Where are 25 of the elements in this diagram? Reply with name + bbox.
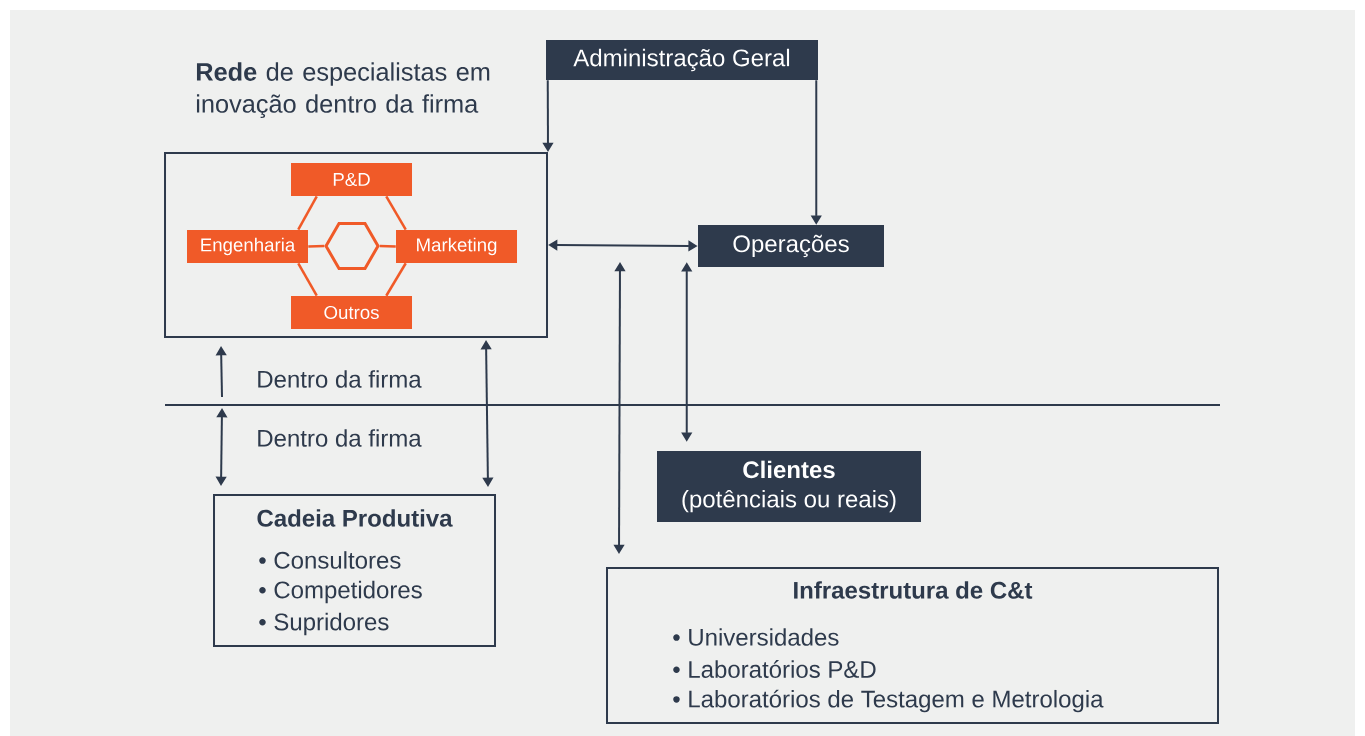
heading: Rede de especialistas em inovação dentro da firma [196,62,490,118]
hexagon-shape [324,222,380,270]
label-box: Administração Geral [546,40,818,80]
box-title: Infraestrutura de C&t [794,581,1033,599]
label-box: Outros [291,296,412,329]
region-label: Dentro da firma [258,370,422,388]
label-box: Engenharia [187,230,308,263]
label-box: P&D [291,163,412,196]
label-box: Operações [698,225,884,267]
connector-line [385,195,407,231]
connector-line [308,244,325,248]
list-item: • Universidades [673,628,839,646]
list-item: • Competidores [259,580,422,604]
connector-line [297,262,318,297]
box-title: Cadeia Produtiva [257,509,453,527]
list-item: • Consultores [259,551,401,569]
list-item: • Laboratórios de Testagem e Metrologia [673,689,1104,713]
connector-line [297,195,318,231]
label-box: Marketing [396,230,517,263]
region-label: Dentro da firma [258,429,422,447]
connector-line [379,244,396,248]
list-item: • Laboratórios P&D [673,660,876,678]
connector-line [385,262,407,297]
label-box: Clientes (potênciais ou reais) [657,451,921,522]
list-item: • Supridores [259,612,389,636]
